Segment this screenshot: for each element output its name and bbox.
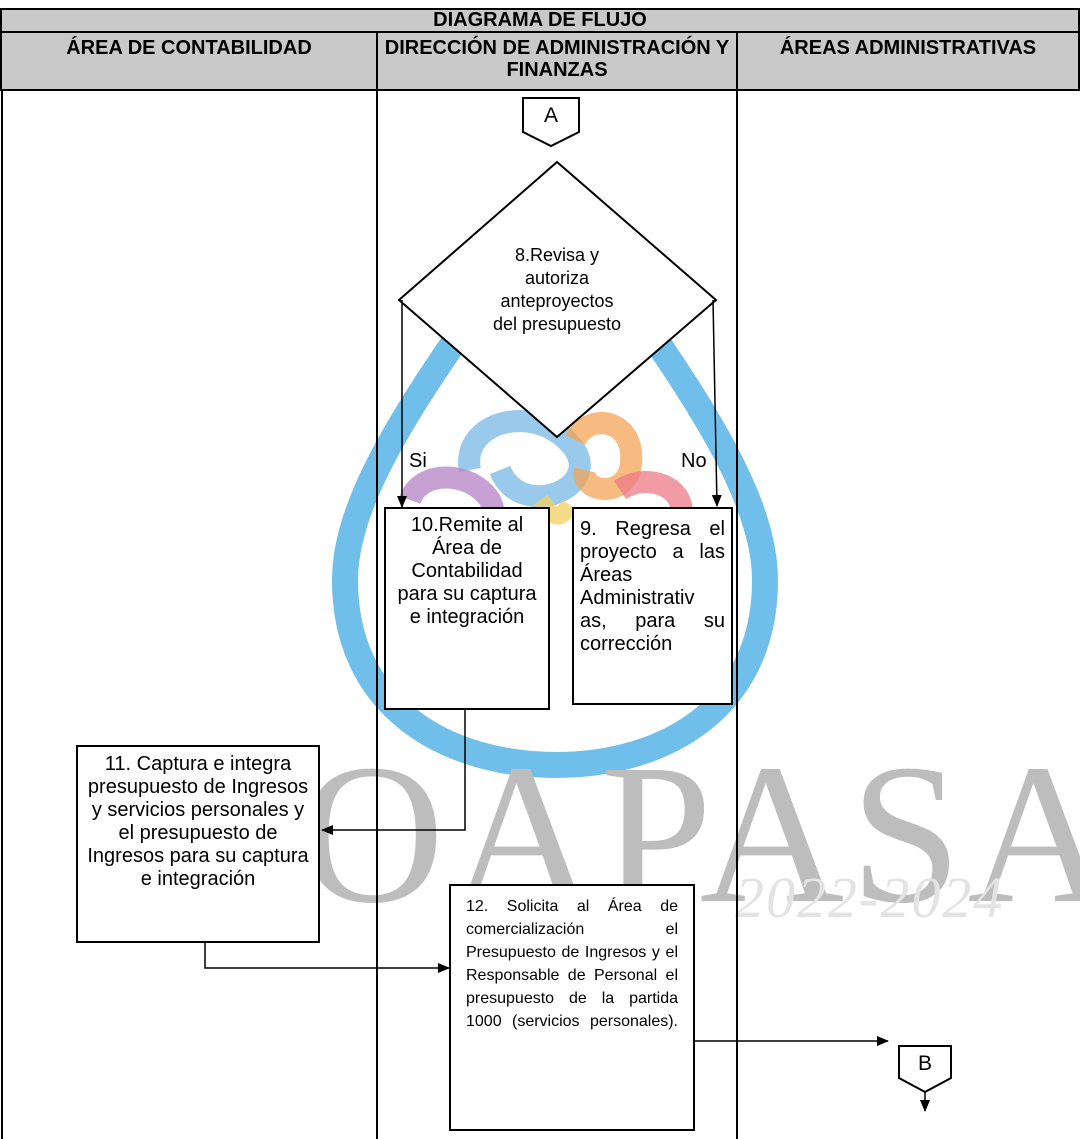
decision-text: 8.Revisa y autoriza anteproyectos del pr… bbox=[492, 245, 622, 334]
no-arrow bbox=[711, 299, 722, 507]
lane-header-areas-administrativas: ÁREAS ADMINISTRATIVAS bbox=[736, 31, 1080, 91]
watermark-knot-blue bbox=[458, 410, 591, 508]
lane-header-contabilidad: ÁREA DE CONTABILIDAD bbox=[0, 31, 378, 91]
connector-b-shape bbox=[898, 1045, 952, 1094]
decision-diamond bbox=[397, 160, 718, 439]
step-10-box: 10.Remite al Área de Contabilidad para s… bbox=[384, 507, 550, 710]
watermark-knot-orange bbox=[565, 412, 643, 500]
step-9-box: 9. Regresa el proyecto a las Áreas Admin… bbox=[572, 507, 733, 705]
decision-yes-label: Si bbox=[409, 450, 427, 472]
arrow-10-to-11 bbox=[321, 708, 466, 835]
connector-a-shape bbox=[522, 97, 580, 148]
connector-a-label: A bbox=[543, 104, 558, 127]
watermark-knot-yellow bbox=[532, 494, 578, 525]
connector-b-label: B bbox=[917, 1052, 932, 1075]
lane-header-direccion: DIRECCIÓN DE ADMINISTRACIÓN Y FINANZAS bbox=[376, 31, 738, 91]
step-11-box: 11. Captura e integra presupuesto de Ing… bbox=[76, 745, 320, 943]
watermark-year: 2022-2024 bbox=[735, 865, 1005, 930]
watermark-drop-outline bbox=[331, 165, 779, 779]
diagram-title: DIAGRAMA DE FLUJO bbox=[0, 8, 1080, 33]
step-12-box: 12. Solicita al Área de comercialización… bbox=[449, 884, 695, 1131]
decision-no-label: No bbox=[681, 450, 707, 472]
